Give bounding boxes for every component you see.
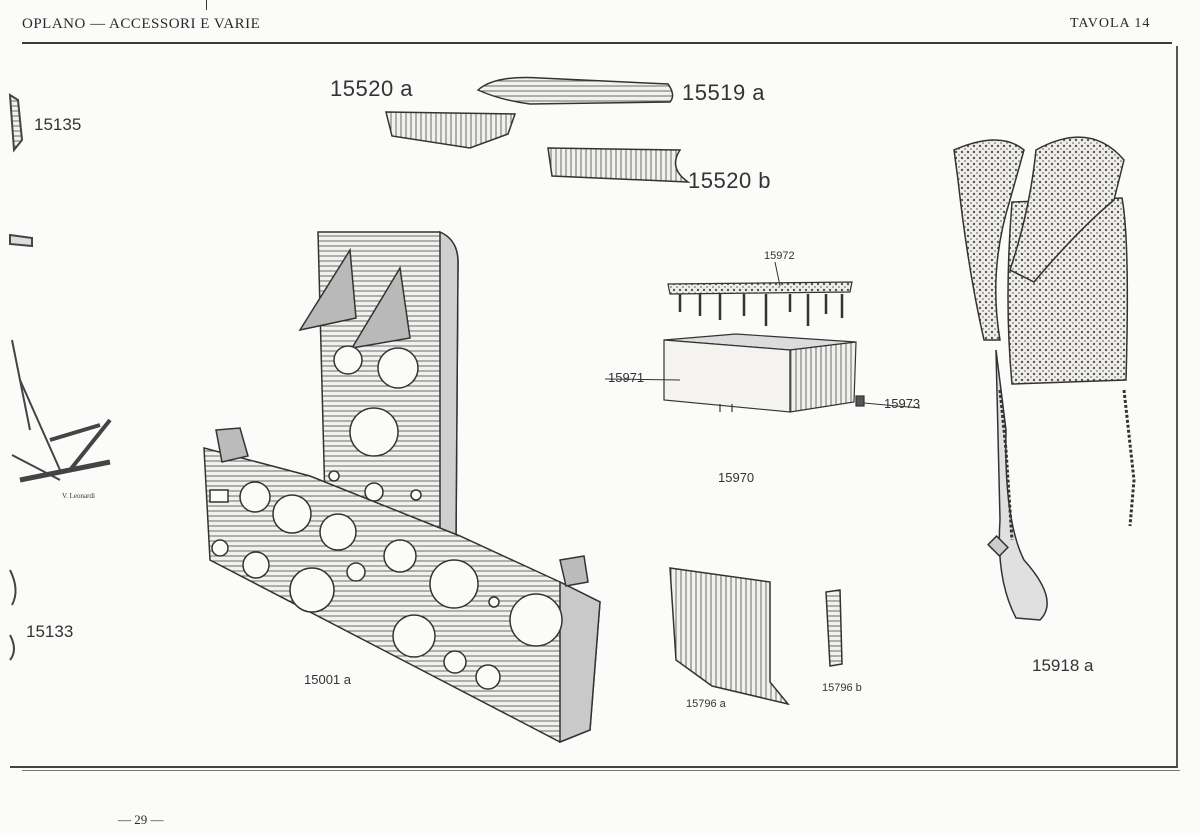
part-label-15133: 15133 xyxy=(26,622,74,641)
plate-frame xyxy=(10,46,1178,768)
left-edge-fragments xyxy=(8,93,112,661)
part-15520b-illustration xyxy=(547,147,691,183)
part-15519a-illustration xyxy=(476,76,674,105)
plate-label: TAVOLA 14 xyxy=(1070,16,1151,31)
part-label-15796b: 15796 b xyxy=(822,682,862,694)
footer-rule xyxy=(22,770,1180,771)
section-title: OPLANO — ACCESSORI E VARIE xyxy=(22,16,261,32)
artist-signature: V. Leonardi xyxy=(62,492,95,500)
part-label-15520a: 15520 a xyxy=(330,76,414,101)
top-tick-mark xyxy=(206,0,207,10)
part-label-15973: 15973 xyxy=(884,396,921,411)
part-label-15796a: 15796 a xyxy=(686,698,726,710)
part-label-15001a: 15001 a xyxy=(304,672,351,687)
part-label-15135: 15135 xyxy=(34,115,82,134)
part-label-15519a: 15519 a xyxy=(682,80,766,105)
page-number: — 29 — xyxy=(118,812,164,827)
part-label-15970: 15970 xyxy=(718,470,755,485)
part-15970-illustration xyxy=(604,261,921,413)
part-label-15520b: 15520 b xyxy=(688,168,772,193)
part-15001a-illustration xyxy=(203,230,601,744)
part-label-15971: 15971 xyxy=(608,370,645,385)
part-15520a-illustration xyxy=(385,111,517,149)
part-label-15972: 15972 xyxy=(764,250,795,262)
part-15796a-illustration xyxy=(669,567,790,706)
header-rule xyxy=(22,42,1172,44)
part-15796b-illustration xyxy=(825,589,843,667)
part-label-15918a: 15918 a xyxy=(1032,656,1094,675)
part-15918a-illustration xyxy=(953,136,1136,621)
